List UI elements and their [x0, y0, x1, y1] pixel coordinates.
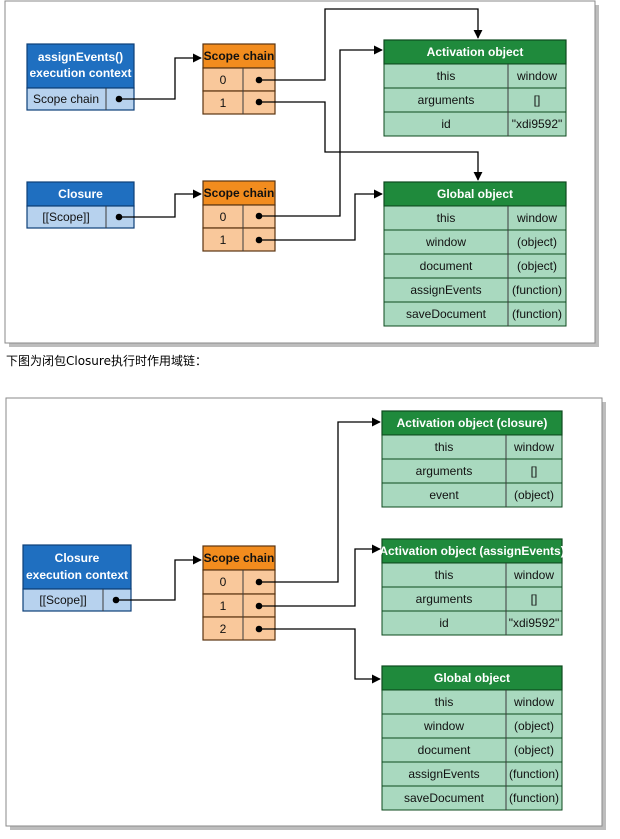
activation-object-closure: Activation object (closure) this window …	[381, 410, 563, 508]
property-value: (object)	[514, 719, 554, 733]
context-title-line2: execution context	[29, 66, 131, 80]
connector-arrow	[259, 417, 381, 583]
context-title-line1: assignEvents()	[38, 50, 123, 64]
property-name: arguments	[416, 592, 473, 606]
scope-chain-title: Scope chain	[204, 551, 275, 565]
property-value: window	[516, 69, 557, 83]
connector-arrow	[119, 53, 202, 100]
scope-chain-index: 0	[220, 575, 227, 589]
property-name: this	[437, 69, 456, 83]
property-value: (object)	[517, 259, 557, 273]
connector-arrow	[259, 8, 483, 81]
scope-chain-a: Scope chain 0 1	[202, 43, 276, 115]
activation-object-title: Activation object	[427, 45, 524, 59]
assignevents-execution-context: assignEvents() execution context Scope c…	[26, 43, 135, 111]
activation-object-assignevents: Activation object (assignEvents) this wi…	[379, 538, 565, 636]
context-title-line1: Closure	[55, 551, 100, 565]
property-name: id	[439, 616, 448, 630]
property-value: window	[513, 695, 554, 709]
connector-arrow	[119, 189, 202, 218]
scope-chain-a-index: 0	[220, 73, 227, 87]
activation-assignevents-title: Activation object (assignEvents)	[379, 544, 564, 558]
global-object-title: Global object	[434, 671, 510, 685]
closure-title: Closure	[58, 187, 103, 201]
property-name: window	[425, 235, 466, 249]
scope-chain-b-index: 0	[220, 210, 227, 224]
property-name: assignEvents	[408, 767, 479, 781]
closure-scope-label: [[Scope]]	[42, 210, 89, 224]
property-name: document	[418, 743, 471, 757]
property-value: window	[516, 211, 557, 225]
diagram-2-connectors	[112, 417, 381, 684]
connector-arrow	[259, 544, 381, 607]
property-value: "xdi9592"	[509, 616, 560, 630]
closure-object: Closure [[Scope]]	[26, 181, 135, 229]
context-title-line2: execution context	[26, 568, 128, 582]
property-name: arguments	[416, 464, 473, 478]
property-name: id	[441, 117, 450, 131]
property-value: (object)	[514, 488, 554, 502]
property-value: (function)	[509, 767, 559, 781]
property-value: window	[513, 440, 554, 454]
property-value: []	[531, 464, 538, 478]
property-name: event	[429, 488, 459, 502]
scope-chain-a-index: 1	[220, 96, 227, 110]
connector-arrow	[259, 101, 483, 181]
property-value: (function)	[509, 791, 559, 805]
property-value: []	[534, 93, 541, 107]
property-value: []	[531, 592, 538, 606]
diagram-1: assignEvents() execution context Scope c…	[4, 0, 599, 347]
property-name: assignEvents	[410, 283, 481, 297]
connector-arrow	[259, 45, 383, 217]
global-object: Global object this window window (object…	[383, 181, 567, 327]
property-value: "xdi9592"	[512, 117, 563, 131]
context-scope-chain-label: Scope chain	[33, 92, 99, 106]
scope-chain: Scope chain 0 1 2	[202, 545, 276, 641]
property-name: window	[423, 719, 464, 733]
scope-chain-index: 2	[220, 622, 227, 636]
property-name: arguments	[418, 93, 475, 107]
scope-chain-a-title: Scope chain	[204, 49, 275, 63]
global-object-title: Global object	[437, 187, 513, 201]
property-name: this	[435, 440, 454, 454]
property-name: saveDocument	[406, 307, 487, 321]
property-name: document	[420, 259, 473, 273]
activation-object: Activation object this window arguments …	[383, 39, 567, 137]
scope-chain-b: Scope chain 0 1	[202, 180, 276, 252]
connector-arrow	[116, 555, 202, 601]
property-value: (object)	[514, 743, 554, 757]
property-value: (object)	[517, 235, 557, 249]
property-name: saveDocument	[404, 791, 485, 805]
property-value: (function)	[512, 307, 562, 321]
diagram-2: Closure execution context [[Scope]] Scop…	[5, 397, 606, 830]
scope-chain-b-index: 1	[220, 233, 227, 247]
context-scope-label: [[Scope]]	[39, 593, 86, 607]
caption-text: 下图为闭包Closure执行时作用域链：	[6, 354, 207, 368]
scope-chain-index: 1	[220, 599, 227, 613]
property-value: (function)	[512, 283, 562, 297]
property-name: this	[435, 568, 454, 582]
activation-closure-title: Activation object (closure)	[397, 416, 548, 430]
connector-arrow	[259, 628, 381, 684]
global-object-2: Global object this window window (object…	[381, 665, 563, 811]
connector-arrow	[259, 189, 383, 241]
scope-chain-b-title: Scope chain	[204, 186, 275, 200]
property-name: this	[437, 211, 456, 225]
property-value: window	[513, 568, 554, 582]
property-name: this	[435, 695, 454, 709]
diagram-1-connectors	[115, 8, 483, 244]
